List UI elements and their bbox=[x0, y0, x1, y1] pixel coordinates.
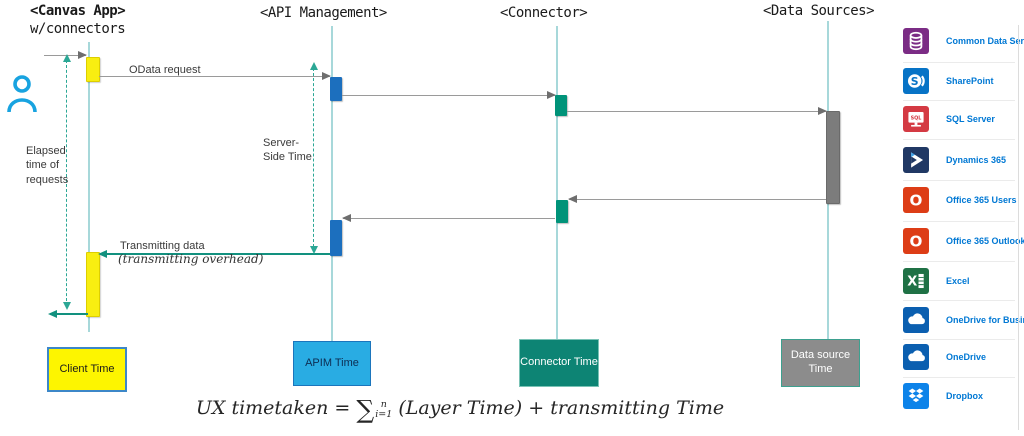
message-transmitting-overhead-label: (transmitting overhead) bbox=[118, 252, 264, 266]
sum-lower-bound: i=1 bbox=[375, 408, 393, 420]
message-connector-return-arrowhead bbox=[342, 214, 351, 222]
excel-icon: X bbox=[903, 268, 929, 294]
actor-canvas-app-title: <Canvas App> bbox=[30, 3, 126, 19]
sidebar-divider bbox=[903, 300, 1015, 301]
sidebar-item-sharepoint[interactable]: S SharePoint bbox=[903, 68, 994, 94]
message-transmitting-arrowhead bbox=[98, 250, 107, 258]
sidebar-item-excel[interactable]: X Excel bbox=[903, 268, 970, 294]
sidebar-divider bbox=[903, 377, 1015, 378]
connectors-sidebar: Common Data Service S SharePoint SQL SQL… bbox=[903, 0, 1024, 436]
svg-text:O: O bbox=[910, 191, 923, 209]
office-365-users-icon: O bbox=[903, 187, 929, 213]
message-end-arrowhead bbox=[48, 310, 57, 318]
ux-time-formula: UX timetaken = ∑ n i=1 (Layer Time) + tr… bbox=[150, 397, 770, 422]
measure-elapsed-arrow-down bbox=[63, 302, 71, 310]
message-odata-label: OData request bbox=[129, 64, 201, 76]
sidebar-item-dynamics-365[interactable]: Dynamics 365 bbox=[903, 147, 1006, 173]
svg-text:X: X bbox=[907, 275, 917, 290]
sidebar-item-sql-server[interactable]: SQL SQL Server bbox=[903, 106, 995, 132]
common-data-service-icon bbox=[903, 28, 929, 54]
legend-connector-time: Connector Time bbox=[519, 339, 599, 387]
onedrive-for-business-icon bbox=[903, 307, 929, 333]
message-datasource-return-arrowhead bbox=[568, 195, 577, 203]
legend-data-source-time: Data source Time bbox=[781, 339, 860, 387]
dynamics-365-icon bbox=[903, 147, 929, 173]
lifeline-connector bbox=[556, 26, 558, 339]
activation-client-2 bbox=[86, 252, 100, 317]
measure-server-side-arrow-down bbox=[310, 246, 318, 254]
user-person-icon bbox=[7, 75, 37, 113]
activation-connector-1 bbox=[555, 95, 567, 116]
sidebar-edge-line bbox=[1018, 25, 1019, 430]
sidebar-item-office-365-outlook[interactable]: O Office 365 Outlook bbox=[903, 228, 1024, 254]
sidebar-item-label: SQL Server bbox=[946, 114, 995, 124]
sidebar-divider bbox=[903, 100, 1015, 101]
sidebar-item-label: SharePoint bbox=[946, 76, 994, 86]
sidebar-divider bbox=[903, 180, 1015, 181]
sharepoint-icon: S bbox=[903, 68, 929, 94]
message-transmitting-label: Transmitting data bbox=[120, 240, 205, 252]
actor-api-management-title: <API Management> bbox=[260, 5, 387, 21]
sidebar-item-label: Dynamics 365 bbox=[946, 155, 1007, 165]
actor-data-sources-title: <Data Sources> bbox=[763, 3, 875, 19]
sidebar-divider bbox=[903, 221, 1015, 222]
office-365-outlook-icon: O bbox=[903, 228, 929, 254]
sidebar-item-office-365-users[interactable]: O Office 365 Users bbox=[903, 187, 1017, 213]
formula-lhs: UX timetaken = bbox=[195, 397, 351, 419]
message-odata-line bbox=[99, 76, 330, 77]
sidebar-divider bbox=[903, 261, 1015, 262]
activation-client-1 bbox=[86, 57, 100, 82]
measure-elapsed-arrow-up bbox=[63, 54, 71, 62]
sidebar-item-label: Dropbox bbox=[946, 391, 983, 401]
sidebar-item-common-data-service[interactable]: Common Data Service bbox=[903, 28, 1024, 54]
sidebar-divider bbox=[903, 139, 1015, 140]
dropbox-icon bbox=[903, 383, 929, 409]
legend-client-time: Client Time bbox=[47, 347, 127, 392]
activation-apim-1 bbox=[330, 77, 342, 101]
lifeline-apim bbox=[331, 26, 333, 341]
sidebar-item-onedrive-for-business[interactable]: OneDrive for Business bbox=[903, 307, 1024, 333]
onedrive-icon bbox=[903, 344, 929, 370]
legend-apim-time: APIM Time bbox=[293, 341, 371, 386]
message-transmitting-line bbox=[100, 253, 330, 255]
actor-canvas-app-subtitle: w/connectors bbox=[30, 21, 126, 37]
message-connector-to-datasource-line bbox=[567, 111, 826, 112]
sidebar-item-label: Common Data Service bbox=[946, 36, 1024, 46]
message-odata-arrowhead bbox=[322, 72, 331, 80]
measure-server-side-line bbox=[313, 68, 314, 252]
measure-elapsed-label: Elapsed time of requests bbox=[26, 145, 69, 186]
lifeline-client bbox=[88, 42, 90, 332]
message-apim-to-connector-arrowhead bbox=[547, 91, 556, 99]
activation-connector-2 bbox=[556, 200, 568, 223]
message-apim-to-connector-line bbox=[342, 95, 555, 96]
message-end-line bbox=[50, 313, 88, 315]
sidebar-item-label: OneDrive bbox=[946, 352, 987, 362]
sql-server-icon: SQL bbox=[903, 106, 929, 132]
sidebar-divider bbox=[903, 339, 1015, 340]
sidebar-item-label: Excel bbox=[946, 276, 970, 286]
sum-upper-bound: n bbox=[380, 398, 387, 410]
sidebar-item-dropbox[interactable]: Dropbox bbox=[903, 383, 983, 409]
summation-symbol: ∑ n i=1 bbox=[356, 395, 393, 424]
sidebar-item-onedrive[interactable]: OneDrive bbox=[903, 344, 986, 370]
message-user-to-client-arrowhead bbox=[78, 51, 87, 59]
svg-text:S: S bbox=[911, 75, 919, 88]
formula-body: (Layer Time) + transmitting Time bbox=[398, 397, 725, 419]
measure-elapsed-line bbox=[66, 60, 67, 306]
activation-apim-2 bbox=[330, 220, 342, 256]
message-datasource-return-line bbox=[569, 199, 826, 200]
sidebar-divider bbox=[903, 62, 1015, 63]
message-connector-to-datasource-arrowhead bbox=[818, 107, 827, 115]
svg-text:O: O bbox=[910, 232, 923, 250]
message-connector-return-line bbox=[343, 218, 555, 219]
sidebar-item-label: Office 365 Users bbox=[946, 195, 1017, 205]
activation-data-source bbox=[826, 111, 840, 204]
measure-server-side-label: Server-Side Time bbox=[263, 137, 312, 164]
svg-text:SQL: SQL bbox=[911, 115, 922, 121]
actor-connector-title: <Connector> bbox=[500, 5, 588, 21]
sidebar-item-label: OneDrive for Business bbox=[946, 315, 1024, 325]
sidebar-item-label: Office 365 Outlook bbox=[946, 236, 1024, 246]
measure-server-side-arrow-up bbox=[310, 62, 318, 70]
